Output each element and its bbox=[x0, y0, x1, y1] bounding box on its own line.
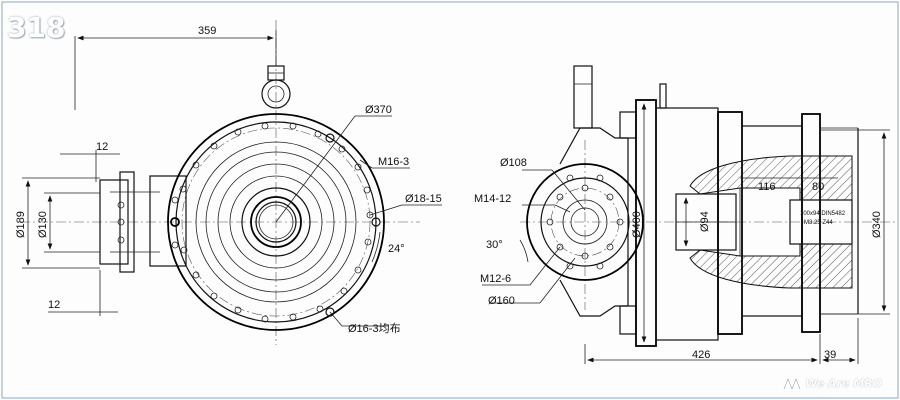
dim-116: 116 bbox=[758, 181, 776, 193]
dim-160: Ø160 bbox=[488, 295, 515, 307]
side-view bbox=[482, 65, 895, 364]
spline-note-1: 100x94 DIN5482 bbox=[800, 211, 846, 217]
side-housing bbox=[559, 65, 859, 347]
dim-30-deg: 30° bbox=[486, 239, 503, 251]
dim-16-3-uniform: Ø16-3均布 bbox=[348, 322, 401, 335]
dim-18-15: Ø18-15 bbox=[405, 193, 442, 205]
main-housing bbox=[167, 113, 385, 331]
motor-flange-stack bbox=[99, 171, 187, 273]
dim-108: Ø108 bbox=[500, 157, 527, 169]
dim-340: Ø340 bbox=[871, 211, 883, 238]
dim-12-top: 12 bbox=[96, 141, 108, 153]
brand-name: We Are MRO bbox=[805, 377, 882, 390]
dim-24-deg: 24° bbox=[388, 243, 405, 255]
dim-370: Ø370 bbox=[365, 104, 392, 116]
dimension-labels: 359 12 12 Ø189 Ø130 Ø370 M16-3 Ø18-15 24… bbox=[15, 25, 883, 361]
front-bolt-holes bbox=[170, 122, 381, 323]
dim-12-bottom: 12 bbox=[48, 299, 60, 311]
side-dimensions bbox=[482, 103, 890, 364]
front-view bbox=[20, 20, 442, 345]
section-cut bbox=[675, 155, 853, 289]
dim-m14-12: M14-12 bbox=[474, 193, 511, 205]
spline-note-2: M3.25 Z44 bbox=[804, 220, 833, 226]
dim-426: 426 bbox=[692, 349, 710, 361]
dim-m12-6: M12-6 bbox=[480, 273, 511, 285]
dim-130: Ø130 bbox=[37, 211, 49, 238]
front-dimensions bbox=[22, 30, 442, 327]
brand-logo-icon bbox=[783, 377, 802, 390]
drawing-number: 318 bbox=[7, 11, 66, 44]
dim-359: 359 bbox=[198, 25, 216, 37]
dim-m16-3: M16-3 bbox=[378, 156, 409, 168]
dim-400: Ø400 bbox=[631, 211, 643, 238]
dim-39: 39 bbox=[824, 349, 836, 361]
dim-189: Ø189 bbox=[15, 211, 27, 238]
dim-80: 80 bbox=[812, 181, 824, 193]
brand-watermark: We Are MRO bbox=[783, 377, 882, 390]
dim-94: Ø94 bbox=[699, 211, 711, 232]
